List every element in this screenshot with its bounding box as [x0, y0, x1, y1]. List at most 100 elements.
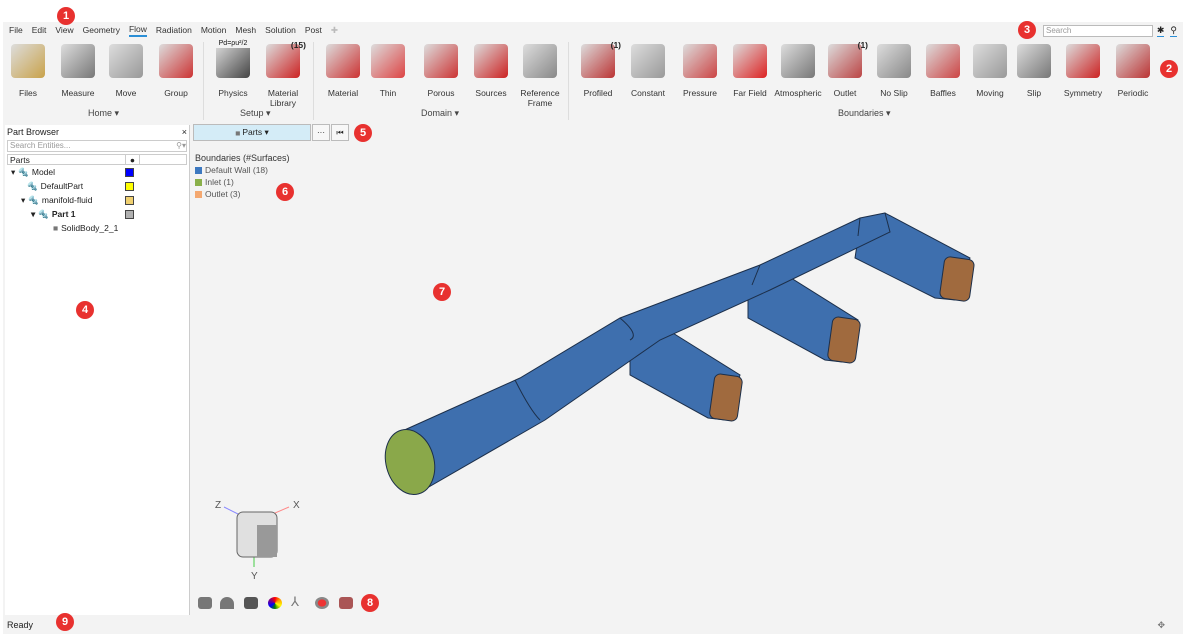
axes-icon[interactable]: ⅄: [291, 594, 299, 609]
tool-label: Material Library: [267, 88, 299, 108]
tool-label: Periodic: [1117, 88, 1149, 98]
status-bar: Ready✥: [3, 616, 1183, 634]
camera-icon[interactable]: [198, 597, 212, 609]
tool-porous-button[interactable]: Porous: [416, 44, 466, 98]
count-badge: (1): [610, 40, 621, 50]
tool-far-field-button[interactable]: Far Field: [725, 44, 775, 98]
menu-geometry[interactable]: Geometry: [82, 25, 120, 35]
color-swatch[interactable]: [125, 167, 134, 177]
close-icon[interactable]: ×: [181, 127, 187, 137]
tree-item-part1[interactable]: ▾ 🔩Part 1: [5, 207, 189, 221]
tool-label: Reference Frame: [520, 88, 560, 108]
tool-label: Porous: [427, 88, 455, 98]
search-input[interactable]: Search: [1043, 25, 1153, 37]
tool-thin-button[interactable]: Thin: [363, 44, 413, 98]
tool-files-button[interactable]: Files: [3, 44, 53, 98]
tool-slip-button[interactable]: Slip: [1009, 44, 1059, 98]
tool-reference-frame-button[interactable]: Reference Frame: [515, 44, 565, 108]
formula-text: Pd=ρu²/2: [208, 40, 258, 48]
ribbon-group-label[interactable]: Home ▾: [88, 108, 120, 118]
tree-item-manifold-fluid[interactable]: ▾ 🔩manifold-fluid: [5, 193, 189, 207]
tool-outlet-button[interactable]: Outlet(1): [820, 40, 870, 98]
more-button[interactable]: ···: [312, 124, 330, 141]
color-swatch[interactable]: [125, 209, 134, 219]
menu-flow[interactable]: Flow: [128, 24, 147, 37]
settings-icon[interactable]: ✥: [1157, 620, 1165, 630]
tool-measure-button[interactable]: Measure: [53, 44, 103, 98]
color-wheel-icon[interactable]: [268, 597, 282, 609]
legend-item[interactable]: Outlet (3): [195, 188, 290, 200]
asterisk-icon[interactable]: ✱: [1156, 25, 1165, 37]
search-icon[interactable]: ⚲▾: [176, 141, 186, 150]
tool-label: Thin: [379, 88, 397, 98]
legend-title: Boundaries (#Surfaces): [195, 153, 290, 163]
menu-post[interactable]: Post: [304, 25, 322, 35]
ribbon-group-label[interactable]: Domain ▾: [421, 108, 460, 118]
tool-moving-button[interactable]: Moving: [965, 44, 1015, 98]
menu-motion[interactable]: Motion: [200, 25, 227, 35]
tool-sources-button[interactable]: Sources: [466, 44, 516, 98]
boundary-legend: Boundaries (#Surfaces) Default Wall (18)…: [195, 152, 290, 200]
manifold-model[interactable]: [378, 212, 975, 500]
tree-item-solidbody[interactable]: ■SolidBody_2_1: [53, 223, 119, 233]
tool-group-button[interactable]: Group: [151, 44, 201, 98]
atmospheric-icon: [781, 44, 815, 78]
material-icon: [326, 44, 360, 78]
3d-viewport[interactable]: Z X Y: [189, 142, 1183, 592]
add-tab-icon[interactable]: ✚: [330, 24, 339, 35]
tool-pressure-button[interactable]: Pressure: [675, 44, 725, 98]
ribbon-group-label[interactable]: Setup ▾: [240, 108, 271, 118]
tree-item-defaultpart[interactable]: 🔩DefaultPart: [5, 179, 189, 193]
pressure-icon: [683, 44, 717, 78]
tool-periodic-button[interactable]: Periodic: [1108, 44, 1158, 98]
tool-atmospheric-button[interactable]: Atmospheric: [773, 44, 823, 98]
legend-item[interactable]: Default Wall (18): [195, 164, 290, 176]
menu-file[interactable]: File: [9, 25, 23, 35]
legend-item[interactable]: Inlet (1): [195, 176, 290, 188]
zoom-fit-icon[interactable]: [315, 597, 329, 609]
shaded-cube-icon[interactable]: [244, 597, 258, 609]
tree-item-model[interactable]: ▾ 🔩Model: [5, 165, 189, 179]
tool-label: Move: [115, 88, 137, 98]
entity-search-input[interactable]: Search Entities...⚲▾: [7, 140, 187, 152]
menu-view[interactable]: View: [55, 25, 74, 35]
measure-icon: [61, 44, 95, 78]
tool-move-button[interactable]: Move: [101, 44, 151, 98]
annotation-badge: 2: [1160, 60, 1178, 78]
slip-icon: [1017, 44, 1051, 78]
menu-solution[interactable]: Solution: [265, 25, 296, 35]
tool-label: Profiled: [583, 88, 613, 98]
tool-no-slip-button[interactable]: No Slip: [869, 44, 919, 98]
menu-edit[interactable]: Edit: [31, 25, 47, 35]
sources-icon: [474, 44, 508, 78]
section-cut-icon[interactable]: [220, 597, 234, 609]
view-mode-dropdown[interactable]: ■Parts ▾: [193, 124, 311, 141]
tool-baffles-button[interactable]: Baffles: [918, 44, 968, 98]
tool-material-button[interactable]: Material: [318, 44, 368, 98]
tool-material-library-button[interactable]: Material Library(15): [258, 40, 308, 108]
search-icon[interactable]: ⚲: [1170, 25, 1177, 37]
material-library-icon: [266, 44, 300, 78]
annotation-badge: 9: [56, 613, 74, 631]
column-parts[interactable]: Parts: [8, 155, 126, 165]
menu-radiation[interactable]: Radiation: [155, 25, 192, 35]
panel-title: Part Browser: [7, 127, 60, 137]
far-field-icon: [733, 44, 767, 78]
view-cube[interactable]: Z X Y: [215, 500, 300, 582]
tool-symmetry-button[interactable]: Symmetry: [1058, 44, 1108, 98]
tool-profiled-button[interactable]: Profiled (1): [573, 40, 623, 98]
collapse-button[interactable]: ⏮: [331, 124, 349, 141]
thin-icon: [371, 44, 405, 78]
view-mode-label: Parts ▾: [242, 127, 269, 137]
color-swatch[interactable]: [125, 181, 134, 191]
ribbon-group-label[interactable]: Boundaries ▾: [838, 108, 891, 118]
color-swatch[interactable]: [125, 195, 134, 205]
porous-icon: [424, 44, 458, 78]
menu-mesh[interactable]: Mesh: [235, 25, 257, 35]
clip-icon[interactable]: [339, 597, 353, 609]
tool-constant-button[interactable]: Constant: [623, 44, 673, 98]
tool-label: Slip: [1026, 88, 1042, 98]
annotation-badge: 3: [1018, 21, 1036, 39]
color-wheel-icon[interactable]: ●: [126, 155, 140, 165]
